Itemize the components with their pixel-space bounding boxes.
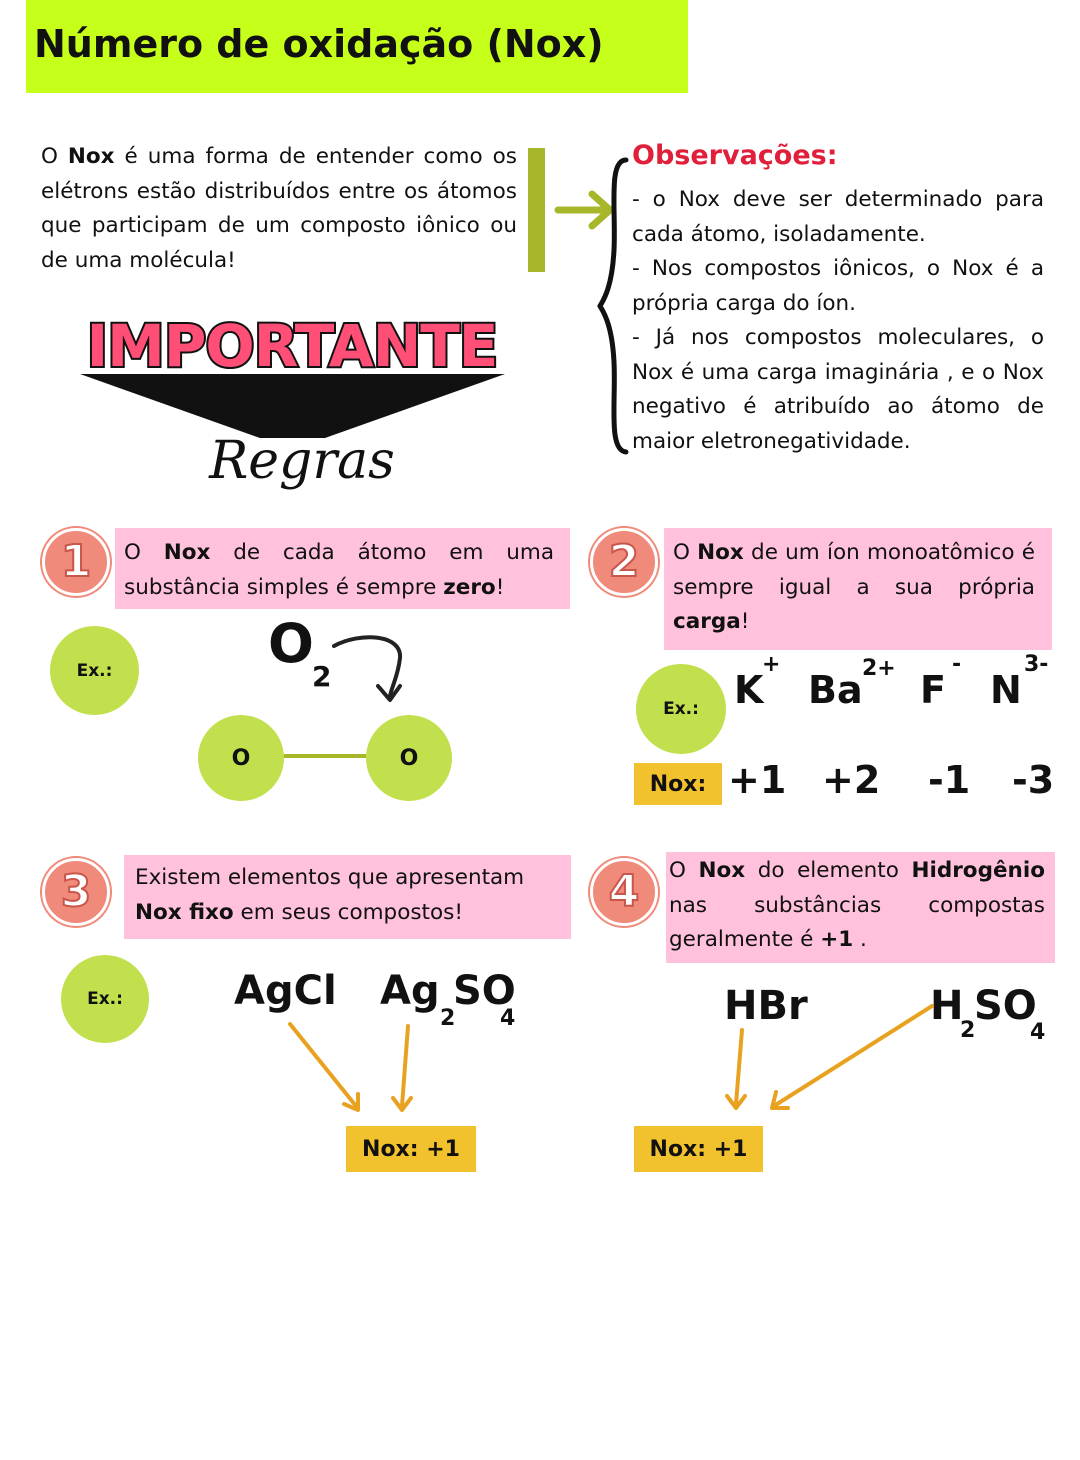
rule-3-text: em seus compostos! bbox=[233, 899, 463, 925]
rule-1-text: ! bbox=[495, 574, 505, 600]
h2so4-subscript: 2 bbox=[960, 1018, 976, 1043]
rule-4-text: O bbox=[669, 858, 699, 883]
observacao-item: - o Nox deve ser determinado para cada á… bbox=[632, 187, 1044, 247]
rule-4-text: . bbox=[853, 927, 867, 952]
rule-3-example-badge: Ex.: bbox=[61, 955, 149, 1043]
curved-arrow-icon bbox=[332, 635, 402, 698]
rule-2-text: de um íon monoatômico é sempre igual a s… bbox=[673, 540, 1035, 600]
rule-4-nox-label: Nox: +1 bbox=[634, 1126, 763, 1172]
ag2so4-subscript: 4 bbox=[500, 1006, 516, 1031]
rule-2-number-badge: 2 bbox=[590, 528, 658, 596]
rule-2-bold: Nox bbox=[697, 540, 744, 565]
rule-2-box: O Nox de um íon monoatômico é sempre igu… bbox=[664, 528, 1052, 650]
intro-text-part: O bbox=[41, 144, 68, 169]
o2-formula: O bbox=[268, 612, 314, 675]
atom-o-right: O bbox=[366, 715, 452, 801]
title-background bbox=[26, 0, 688, 93]
rule-3-box: Existem elementos que apresentam Nox fix… bbox=[124, 855, 571, 939]
nox-value: -1 bbox=[928, 758, 971, 802]
observacoes-list: - o Nox deve ser determinado para cada á… bbox=[632, 183, 1044, 459]
rule-2-text: ! bbox=[740, 609, 750, 634]
nox-label: Nox: bbox=[634, 763, 722, 805]
importante-text: IMPORTANTE bbox=[87, 312, 498, 380]
hbr-formula: HBr bbox=[724, 983, 808, 1029]
ion-symbol: K bbox=[734, 668, 764, 712]
rule-1-bold: zero bbox=[443, 574, 496, 600]
nox-value: +2 bbox=[822, 758, 881, 802]
ag2so4-formula-part: Ag bbox=[380, 968, 440, 1014]
arrow-icon bbox=[772, 1004, 934, 1108]
rule-3-text: Existem elementos que apresentam bbox=[135, 865, 525, 890]
ion-symbol: N bbox=[990, 668, 1022, 712]
curved-arrow-graphic bbox=[332, 635, 402, 702]
arrow-icon bbox=[734, 1028, 744, 1106]
rule-4-text: nas substâncias compostas geralmente é bbox=[669, 892, 1045, 953]
importante-banner: IMPORTANTE Regras bbox=[80, 310, 505, 491]
ion-charge: 3- bbox=[1024, 652, 1049, 677]
bracket-arrow-graphic bbox=[528, 148, 629, 455]
rule-2-bold: carga bbox=[673, 609, 741, 634]
arrow-icon bbox=[288, 1022, 358, 1108]
regras-text: Regras bbox=[208, 431, 395, 491]
arrow-head-icon bbox=[391, 1096, 413, 1112]
rule-4-text: do elemento bbox=[745, 858, 912, 883]
curly-brace-icon bbox=[597, 157, 629, 455]
rule-2-text: O bbox=[673, 540, 698, 565]
h2so4-formula-part: H bbox=[930, 983, 964, 1029]
page-title: Número de oxidação (Nox) bbox=[34, 22, 604, 66]
rule-4-bold: Nox bbox=[698, 858, 746, 883]
rule-4-number: 4 bbox=[608, 865, 641, 918]
rule-2-example-badge: Ex.: bbox=[636, 664, 726, 754]
intro-text: O Nox é uma forma de entender como os el… bbox=[41, 140, 517, 278]
nox-value: +1 bbox=[728, 758, 787, 802]
rule-1-number-badge: 1 bbox=[42, 528, 110, 596]
rule-4-box: O Nox do elemento Hidrogênio nas substân… bbox=[666, 852, 1055, 963]
ag2so4-formula-part: SO bbox=[453, 968, 516, 1014]
arrow-icon bbox=[400, 1024, 410, 1108]
intro-bold: Nox bbox=[67, 144, 115, 169]
rule-4-number-badge: 4 bbox=[590, 858, 658, 926]
agcl-formula: AgCl bbox=[234, 968, 337, 1014]
ion-charge: + bbox=[762, 652, 781, 677]
rule-3-arrows bbox=[288, 1022, 413, 1112]
observacoes-title: Observações: bbox=[632, 140, 838, 171]
nox-value: -3 bbox=[1012, 758, 1055, 802]
rule-1-example-badge: Ex.: bbox=[50, 626, 139, 715]
ion-symbol: Ba bbox=[808, 668, 863, 712]
arrow-head-icon bbox=[725, 1094, 747, 1110]
rule-4-bold: +1 bbox=[820, 927, 854, 952]
curved-arrow-head-icon bbox=[376, 684, 402, 702]
arrow-head-icon bbox=[588, 190, 614, 230]
arrow-head-icon bbox=[770, 1090, 790, 1110]
ion-charge: 2+ bbox=[862, 656, 896, 681]
rule-3-number-badge: 3 bbox=[42, 858, 110, 926]
arrow-head-icon bbox=[342, 1092, 360, 1112]
rule-1-text: O bbox=[124, 540, 164, 565]
h2so4-formula-part: SO bbox=[974, 983, 1037, 1029]
o2-symbol: O bbox=[268, 612, 314, 675]
olive-bar bbox=[528, 148, 545, 272]
intro-text-part: é uma forma de entender como os elétrons… bbox=[41, 144, 517, 273]
ion-symbol: F bbox=[920, 668, 946, 712]
ag2so4-subscript: 2 bbox=[440, 1006, 456, 1031]
banner-chevron-shape bbox=[80, 374, 505, 438]
rule-2-number: 2 bbox=[608, 535, 641, 588]
rule-3-nox-label: Nox: +1 bbox=[346, 1126, 476, 1172]
observacao-item: - Já nos compostos moleculares, o Nox é … bbox=[632, 325, 1044, 454]
o2-subscript: 2 bbox=[312, 660, 332, 693]
rule-1-box: O Nox de cada átomo em uma substância si… bbox=[115, 528, 570, 609]
rule-1-bold: Nox bbox=[163, 540, 211, 565]
rule-4-arrows bbox=[725, 1004, 934, 1110]
observacao-item: - Nos compostos iônicos, o Nox é a própr… bbox=[632, 256, 1044, 316]
h2so4-subscript: 4 bbox=[1030, 1020, 1046, 1045]
rule-3-bold: Nox fixo bbox=[135, 899, 234, 925]
ion-charge: - bbox=[952, 652, 962, 677]
rule-3-number: 3 bbox=[60, 865, 93, 918]
rule-1-number: 1 bbox=[60, 535, 93, 588]
rule-4-bold: Hidrogênio bbox=[911, 858, 1045, 883]
atom-o-left: O bbox=[198, 715, 284, 801]
rule-1-text: de cada átomo em uma substância simples … bbox=[124, 540, 554, 600]
